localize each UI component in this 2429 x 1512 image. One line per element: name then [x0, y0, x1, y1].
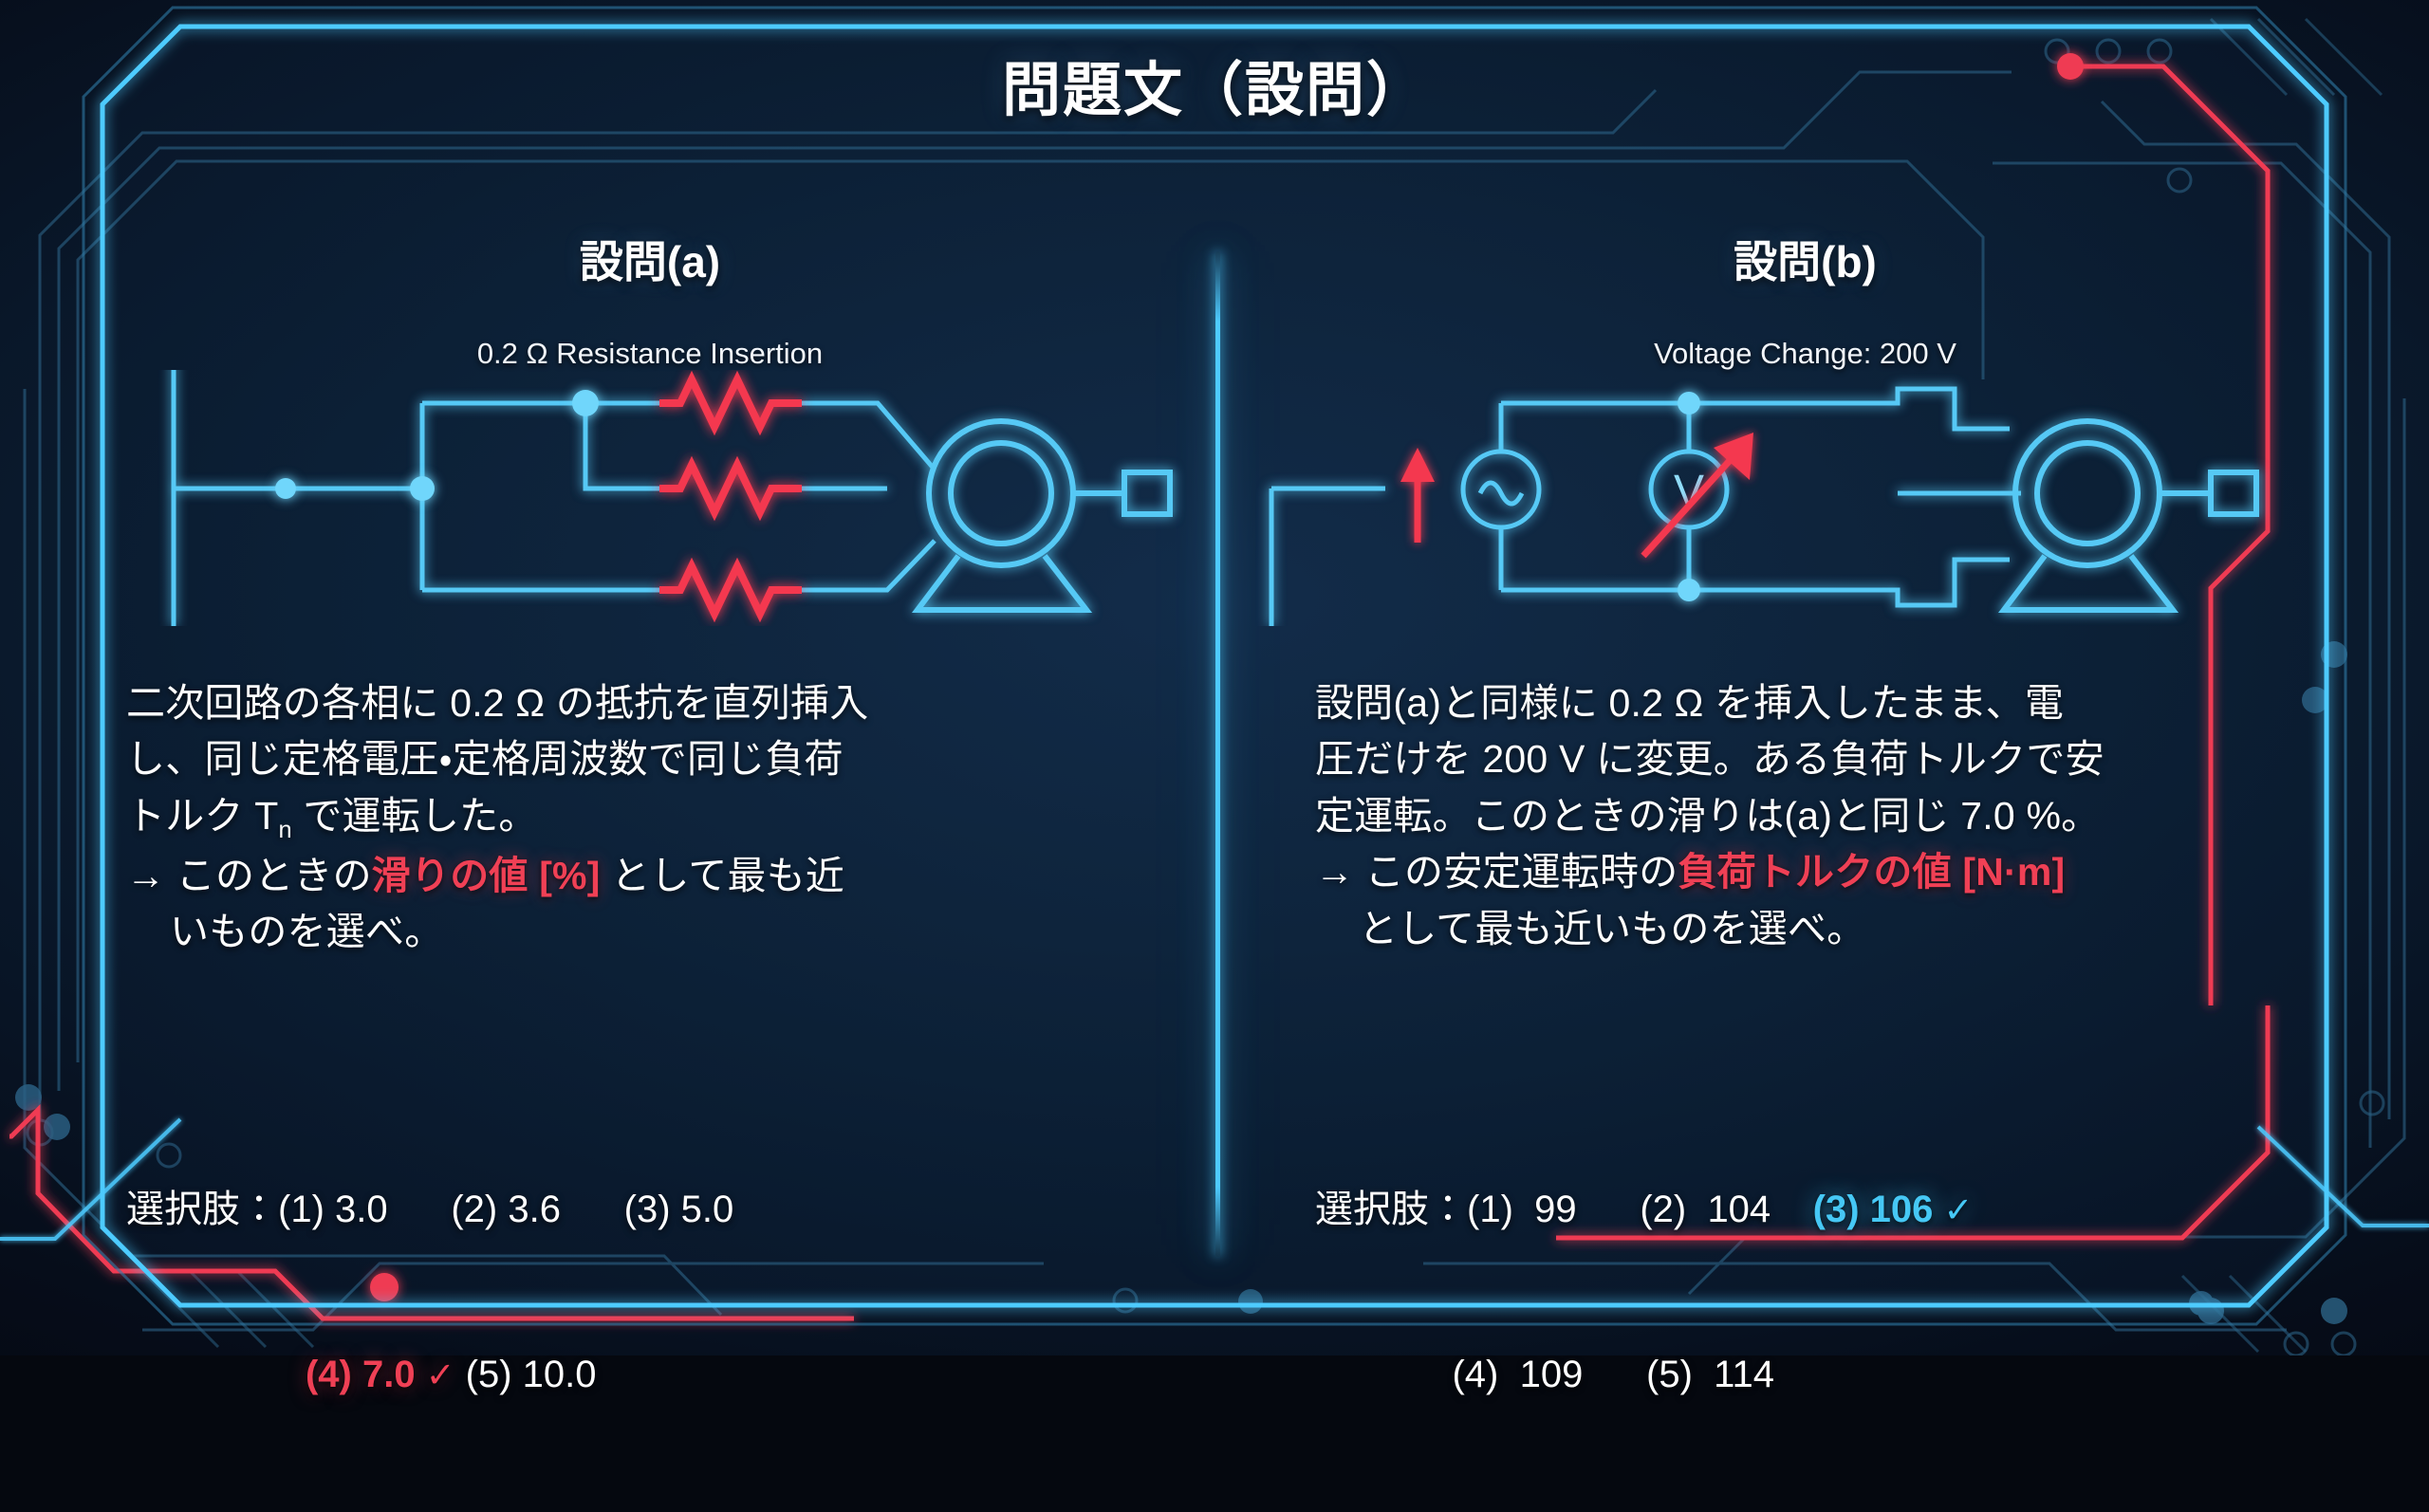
- ask-highlight: 負荷トルクの値 [N·m]: [1678, 850, 2066, 894]
- question-a-body: 二次回路の各相に 0.2 Ω の抵抗を直列挿入 し、同じ定格電圧・定格周波数で同…: [126, 675, 1189, 961]
- question-b-diagram: V: [1233, 370, 2377, 626]
- ask-prefix: → このときの: [126, 853, 372, 897]
- choices-row-1: 選択肢：(1) 3.0 (2) 3.6 (3) 5.0: [126, 1182, 1227, 1237]
- ac-source-symbol: [1460, 449, 1542, 530]
- circuit-wires: [1269, 386, 2021, 626]
- question-b-diagram-caption: Voltage Change: 200 V: [1654, 337, 1956, 370]
- junction-dots: [1678, 392, 1700, 601]
- question-a-line-2: し、同じ定格電圧・定格周波数で同じ負荷: [126, 737, 844, 782]
- choice-1[interactable]: (1) 99: [1467, 1189, 1577, 1230]
- choice-2[interactable]: (2) 104: [1640, 1189, 1771, 1230]
- slide-root: 問題文（設問） 設問(a) 0.2 Ω Resistance Insertion: [0, 0, 2429, 1395]
- junction-dots: [275, 390, 599, 501]
- column-divider: [1215, 251, 1220, 1257]
- choices-label: 選択肢：: [1315, 1189, 1467, 1230]
- page-title: 問題文（設問）: [1001, 58, 1427, 123]
- choice-2[interactable]: (2) 3.6: [451, 1189, 561, 1230]
- meter-needle-arrow: [1641, 433, 1753, 559]
- question-b-heading: 設問(b): [1734, 237, 1877, 286]
- voltmeter-symbol: [1648, 449, 1730, 530]
- choice-1[interactable]: (1) 3.0: [278, 1189, 388, 1230]
- question-a-line-5: いものを選べ。: [126, 904, 1189, 960]
- voltage-increase-arrow: [1400, 448, 1435, 543]
- question-a-line-1: 二次回路の各相に 0.2 Ω の抵抗を直列挿入: [126, 681, 869, 725]
- question-a-line-4: → このときの滑りの値 [%] として最も近: [126, 848, 1189, 904]
- torque-label: トルク T: [126, 793, 279, 838]
- question-b-body: 設問(a)と同様に 0.2 Ω を挿入したまま、電 圧だけを 200 V に変更…: [1315, 675, 2373, 957]
- question-b-line-3: 定運転。このときの滑りは(a)と同じ 7.0 %。: [1315, 793, 2101, 838]
- choice-3-correct[interactable]: (3) 106 ✓: [1812, 1189, 1974, 1230]
- ask-highlight: 滑りの値 [%]: [371, 853, 601, 897]
- check-icon: ✓: [1943, 1190, 1974, 1229]
- torque-subscript: n: [278, 817, 292, 844]
- question-a-heading: 設問(a): [579, 237, 721, 286]
- question-a-diagram: [100, 230, 1200, 626]
- ask-prefix: → この安定運転時の: [1315, 850, 1678, 894]
- question-b-line-5: として最も近いものを選べ。: [1315, 901, 2373, 957]
- question-a-line-3: トルク Tn で運転した。: [126, 788, 1189, 848]
- question-b-line-2: 圧だけを 200 V に変更。ある負荷トルクで安: [1315, 737, 2105, 782]
- check-icon: ✓: [425, 1355, 455, 1394]
- question-a-diagram-caption: 0.2 Ω Resistance Insertion: [476, 337, 824, 370]
- ask-continuation: として最も近いものを選べ。: [1359, 906, 1866, 950]
- choices-label: 選択肢：: [126, 1189, 278, 1230]
- resistor-symbols: [659, 370, 802, 623]
- question-a-choices: 選択肢：(1) 3.0 (2) 3.6 (3) 5.0 (4) 7.0 ✓ (5…: [126, 1072, 1227, 1512]
- ask-continuation: いものを選べ。: [170, 910, 444, 954]
- motor-symbol: [1997, 418, 2259, 613]
- motor-symbol: [911, 418, 1173, 613]
- ask-suffix: として最も近: [600, 853, 845, 897]
- question-b-line-1: 設問(a)と同様に 0.2 Ω を挿入したまま、電: [1315, 681, 2065, 725]
- question-b-choices: 選択肢：(1) 99 (2) 104 (3) 106 ✓ (4) 109 (5)…: [1315, 1072, 2425, 1512]
- choice-3[interactable]: (3) 5.0: [623, 1189, 734, 1230]
- torque-suffix: で運転した。: [291, 793, 538, 838]
- question-b-line-4: → この安定運転時の負荷トルクの値 [N·m]: [1315, 844, 2373, 900]
- choices-row-1: 選択肢：(1) 99 (2) 104 (3) 106 ✓: [1315, 1182, 2425, 1237]
